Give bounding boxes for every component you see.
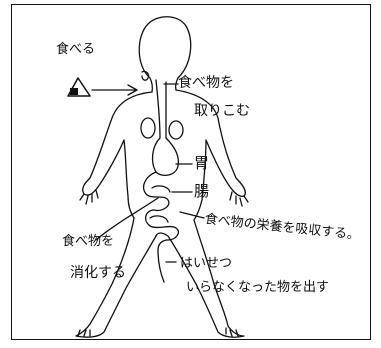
left-organ [141, 118, 155, 138]
body-left-side [83, 92, 152, 218]
stomach-organ [153, 138, 179, 175]
label-excretion-line1: はいせつ [180, 252, 232, 271]
label-excretion-line2: いらなくなった物を出す [186, 276, 329, 295]
label-digest-line2: 消化する [70, 262, 126, 282]
label-take-in-line2: 取りこむ [194, 100, 250, 120]
intestine-organ [144, 172, 179, 282]
right-organ [169, 121, 183, 139]
label-take-in-line1: 食べ物を [178, 72, 234, 92]
label-stomach: 胃 [194, 152, 209, 173]
label-eat: 食べる [56, 38, 95, 57]
arrow-to-mouth [92, 85, 137, 95]
esophagus [156, 80, 166, 138]
feet-detail [78, 328, 238, 336]
intestine-inner [150, 186, 170, 222]
pointer-absorb [180, 212, 204, 218]
label-intestine: 腸 [194, 180, 209, 201]
label-digest-line1: 食べ物を [62, 230, 114, 249]
